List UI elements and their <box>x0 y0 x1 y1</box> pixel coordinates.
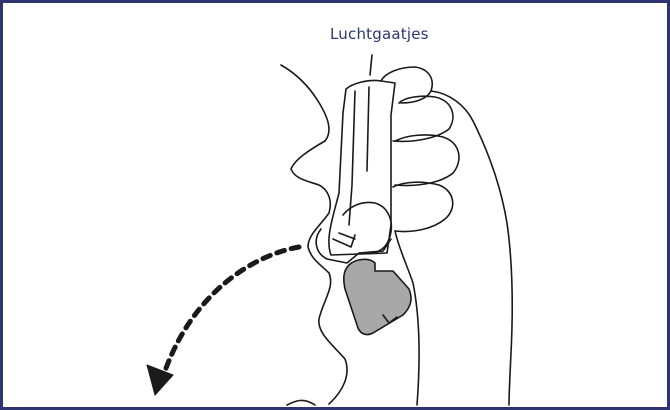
inhaler-body <box>329 80 395 255</box>
inhaler-inner-edge-right <box>367 87 369 171</box>
inhaler-illustration <box>3 3 667 407</box>
movement-arrow-head <box>147 365 173 395</box>
little-finger <box>393 182 453 231</box>
movement-arrow-path <box>165 247 299 371</box>
inhaler-mouthpiece-slot <box>333 233 355 247</box>
chin-outline <box>287 400 315 405</box>
air-holes-callout-label: Luchtgaatjes <box>330 25 429 43</box>
callout-leader-line <box>370 55 372 75</box>
index-finger <box>381 67 432 103</box>
inhaler-mouthpiece <box>316 229 391 263</box>
inhaler-inner-edge <box>349 91 355 225</box>
face-profile-outline <box>281 65 347 404</box>
hand-back-outline <box>431 91 512 405</box>
mouthpiece-cap <box>344 259 411 334</box>
ring-finger <box>395 135 459 186</box>
